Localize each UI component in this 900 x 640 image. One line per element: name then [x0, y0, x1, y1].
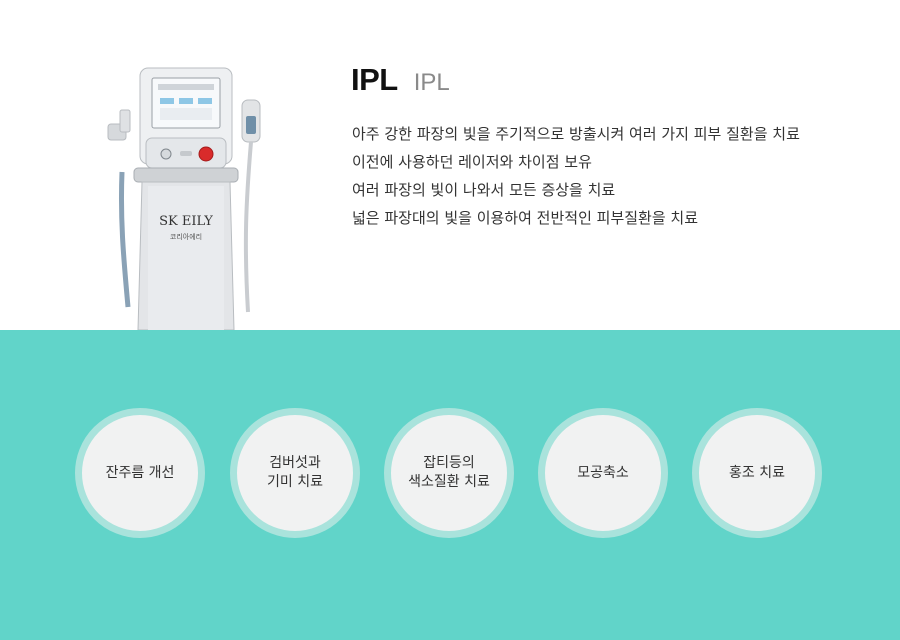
effect-label: 잔주름 개선	[105, 464, 175, 481]
effect-label: 검버섯과 기미 치료	[267, 455, 323, 490]
description-line: 아주 강한 파장의 빛을 주기적으로 방출시켜 여러 가지 피부 질환을 치료	[352, 125, 800, 143]
effect-label: 잡티등의 색소질환 치료	[408, 455, 490, 490]
description-line: 넓은 파장대의 빛을 이용하여 전반적인 피부질환을 치료	[352, 209, 699, 227]
effect-label: 홍조 치료	[729, 464, 785, 481]
effect-circle-age-spots: 검버섯과 기미 치료	[230, 408, 360, 538]
description-line: 이전에 사용하던 레이저와 차이점 보유	[352, 153, 592, 171]
effect-circle-redness: 홍조 치료	[692, 408, 822, 538]
effect-circle-wrinkle: 잔주름 개선	[75, 408, 205, 538]
device-brand: SK EILY	[159, 214, 213, 229]
effect-label: 모공축소	[577, 464, 629, 481]
ipl-device-image: SK EILY 코리아에리	[107, 67, 261, 330]
device-brand-sub: 코리아에리	[170, 232, 202, 241]
description-list: 아주 강한 파장의 빛을 주기적으로 방출시켜 여러 가지 피부 질환을 치료 …	[352, 120, 892, 232]
effects-list: 잔주름 개선 검버섯과 기미 치료 잡티등의 색소질환 치료 모공축소 홍조 치…	[0, 408, 900, 538]
description-line: 여러 파장의 빛이 나와서 모든 증상을 치료	[352, 181, 616, 199]
effects-section: 잔주름 개선 검버섯과 기미 치료 잡티등의 색소질환 치료 모공축소 홍조 치…	[0, 330, 900, 640]
title-main: IPL	[351, 62, 398, 97]
title-sub: IPL	[413, 69, 450, 96]
product-section: SK EILY 코리아에리 IPL IPL 아주 강한 파장의 빛을 주기적으로…	[107, 62, 892, 330]
page-title: IPL IPL	[351, 62, 450, 102]
effect-circle-pigmentation: 잡티등의 색소질환 치료	[384, 408, 514, 538]
effect-circle-pores: 모공축소	[538, 408, 668, 538]
